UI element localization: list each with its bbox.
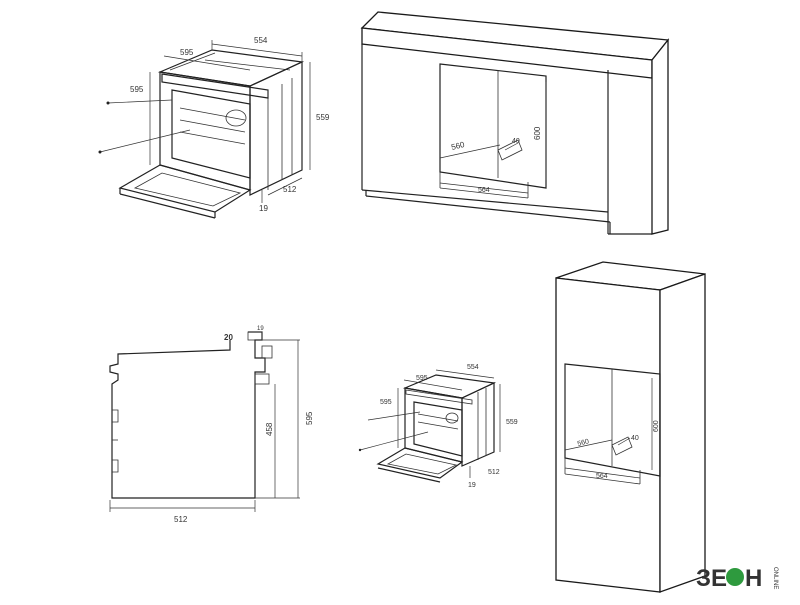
side-dim-458: 458 [265, 422, 274, 436]
cab-dim-600: 600 [533, 126, 542, 140]
tall-dim-40: 40 [631, 435, 639, 442]
dim-554: 554 [254, 36, 268, 45]
logo-brand-text: ЗЕ [696, 565, 727, 592]
oven-isometric-large: 554 595 595 559 512 19 [98, 36, 330, 219]
small-dim-595-width: 595 [416, 375, 428, 382]
zeon-logo-icon: ЗЕ ONLINE Н [694, 562, 784, 592]
side-dim-20: 20 [224, 333, 233, 342]
cab-dim-40: 40 [512, 138, 520, 145]
oven-isometric-small: 554 595 595 559 512 19 [358, 364, 518, 489]
small-dim-19: 19 [468, 482, 476, 489]
tall-dim-564: 564 [596, 473, 608, 480]
side-dim-595: 595 [305, 411, 314, 425]
side-dim-512: 512 [174, 515, 188, 524]
cab-dim-560: 560 [450, 140, 466, 152]
dim-595-height: 595 [130, 85, 144, 94]
cab-dim-564: 564 [478, 187, 490, 194]
dim-595-width: 595 [180, 48, 194, 57]
tall-dim-600: 600 [653, 420, 660, 432]
cabinet-tall: 560 40 600 564 [555, 261, 706, 593]
oven-side-profile: 20 19 458 595 512 [109, 326, 314, 524]
dim-19: 19 [259, 204, 268, 213]
side-dim-19: 19 [257, 326, 264, 332]
tall-dim-560: 560 [577, 438, 590, 448]
cabinet-wide: 560 40 600 564 [360, 11, 670, 235]
small-dim-512: 512 [488, 469, 500, 476]
small-dim-559: 559 [506, 419, 518, 426]
logo-sub-text: ONLINE [772, 567, 778, 589]
small-dim-595-height: 595 [380, 399, 392, 406]
dim-559: 559 [316, 113, 330, 122]
dim-512: 512 [283, 185, 297, 194]
logo-brand-text-end: Н [745, 565, 762, 592]
small-dim-554: 554 [467, 364, 479, 371]
